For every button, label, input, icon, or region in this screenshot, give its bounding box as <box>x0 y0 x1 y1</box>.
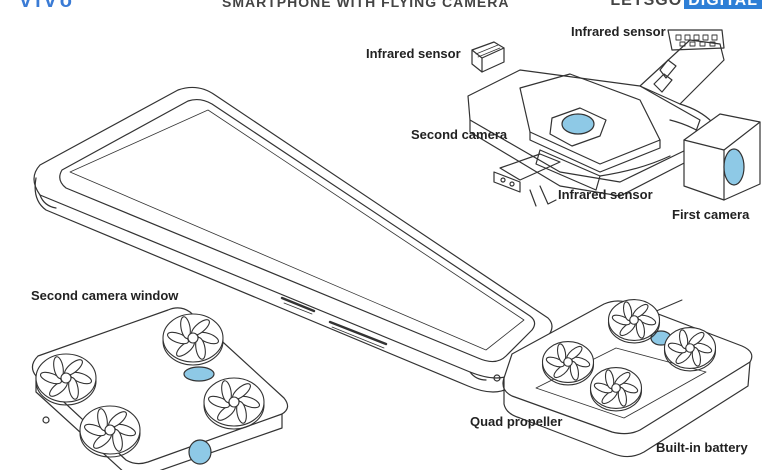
propeller <box>589 367 643 412</box>
propeller <box>541 341 595 386</box>
propeller <box>203 377 265 430</box>
label-second-camera-window: Second camera window <box>31 288 179 303</box>
brand-logo: vivo <box>20 0 77 12</box>
propeller <box>79 405 141 458</box>
label-infrared-sensor-top-right: Infrared sensor <box>571 24 666 39</box>
label-quad-propeller: Quad propeller <box>470 414 563 429</box>
propeller-group <box>35 299 717 458</box>
publisher-tag: DIGITAL <box>684 0 762 9</box>
label-second-camera: Second camera <box>411 127 508 142</box>
label-infrared-sensor-bottom: Infrared sensor <box>558 187 653 202</box>
label-first-camera: First camera <box>672 207 750 222</box>
publisher-name: LETSGO <box>610 0 683 9</box>
propeller <box>162 313 224 366</box>
propeller <box>35 353 97 406</box>
infrared-sensor-chip <box>471 41 505 73</box>
camera-module-assembly <box>467 29 761 207</box>
propeller <box>607 299 661 344</box>
propeller <box>663 327 717 372</box>
page-title: SMARTPHONE WITH FLYING CAMERA <box>222 0 510 10</box>
label-built-in-battery: Built-in battery <box>656 440 748 455</box>
label-infrared-sensor-top-left: Infrared sensor <box>366 46 461 61</box>
